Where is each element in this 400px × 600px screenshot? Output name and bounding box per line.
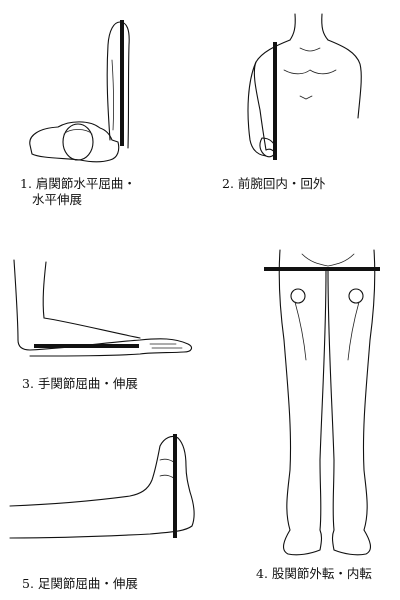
caption-4: 4. 股関節外転・内転 bbox=[256, 566, 372, 582]
caption-number: 5. bbox=[22, 576, 34, 591]
caption-1: 1. 肩関節水平屈曲・ 水平伸展 bbox=[20, 176, 136, 208]
caption-text: 足関節屈曲・伸展 bbox=[37, 576, 138, 591]
caption-text: 前腕回内・回外 bbox=[237, 176, 326, 191]
forearm-pronation-figure bbox=[247, 13, 362, 160]
figure-3: 3. 手関節屈曲・伸展 bbox=[0, 240, 210, 420]
caption-number: 3. bbox=[22, 376, 34, 391]
shoulder-horizontal-flexion-figure bbox=[29, 20, 130, 163]
caption-text: 肩関節水平屈曲・ bbox=[35, 176, 136, 191]
caption-3: 3. 手関節屈曲・伸展 bbox=[22, 376, 138, 392]
figure-2: 2. 前腕回内・回外 bbox=[200, 0, 400, 220]
caption-5: 5. 足関節屈曲・伸展 bbox=[22, 576, 138, 592]
figure-5: 5. 足関節屈曲・伸展 bbox=[0, 420, 220, 600]
caption-number: 4. bbox=[256, 566, 268, 581]
goniometer-bar bbox=[120, 20, 124, 146]
wrist-flexion-figure bbox=[13, 259, 193, 357]
ankle-flexion-figure bbox=[9, 434, 195, 539]
caption-text: 手関節屈曲・伸展 bbox=[37, 376, 138, 391]
figure-1: 1. 肩関節水平屈曲・ 水平伸展 bbox=[0, 0, 200, 220]
caption-number: 1. bbox=[20, 176, 32, 191]
goniometer-bar bbox=[273, 42, 277, 160]
figure-4: 4. 股関節外転・内転 bbox=[240, 240, 400, 600]
goniometer-bar bbox=[173, 434, 177, 538]
hip-abduction-figure bbox=[264, 249, 380, 556]
caption-2: 2. 前腕回内・回外 bbox=[222, 176, 325, 192]
goniometer-bar bbox=[34, 344, 139, 348]
caption-number: 2. bbox=[222, 176, 234, 191]
caption-text-2: 水平伸展 bbox=[32, 192, 83, 207]
caption-text: 股関節外転・内転 bbox=[271, 566, 372, 581]
goniometer-bar bbox=[264, 267, 380, 271]
